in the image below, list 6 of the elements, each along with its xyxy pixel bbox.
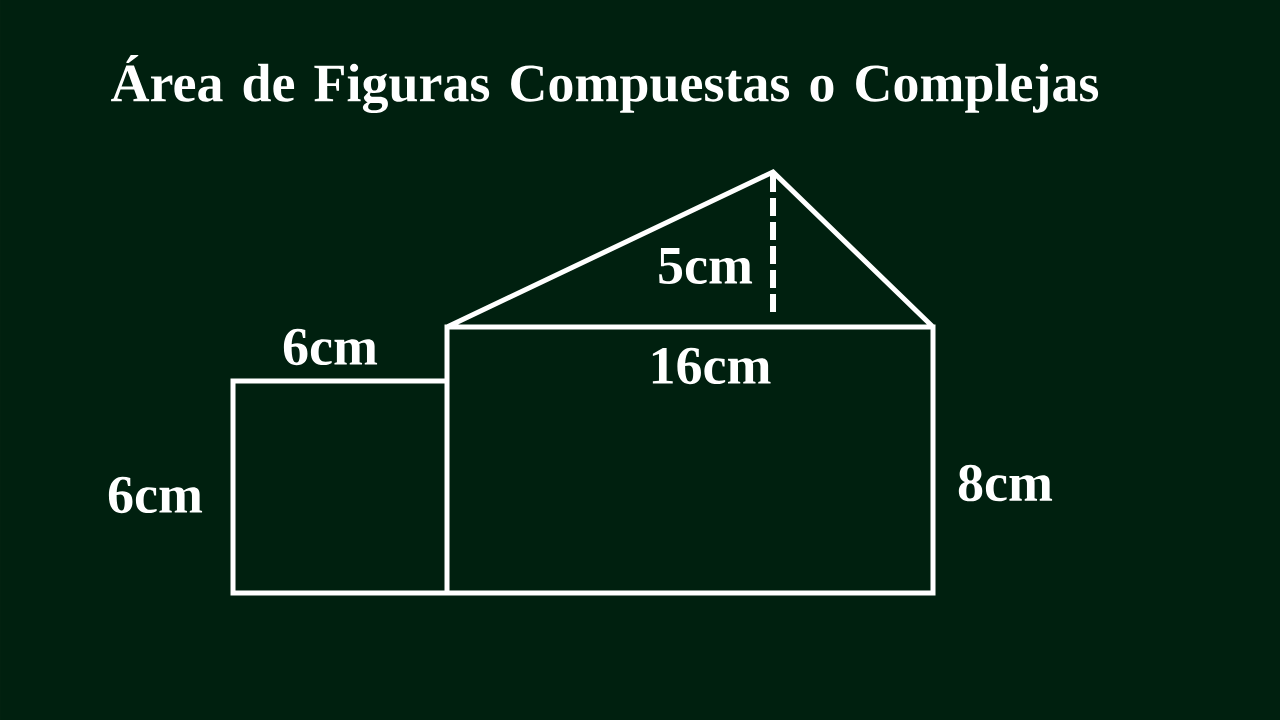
dimension-label: 8cm xyxy=(958,464,1053,502)
dimension-label: 16cm xyxy=(652,347,771,385)
title: Área de Figuras Compuestas o Complejas xyxy=(111,54,1099,114)
dimension-label: 5cm xyxy=(659,248,753,284)
dimension-label: 6cm xyxy=(283,328,378,366)
dimension-label: 6cm xyxy=(108,476,203,514)
